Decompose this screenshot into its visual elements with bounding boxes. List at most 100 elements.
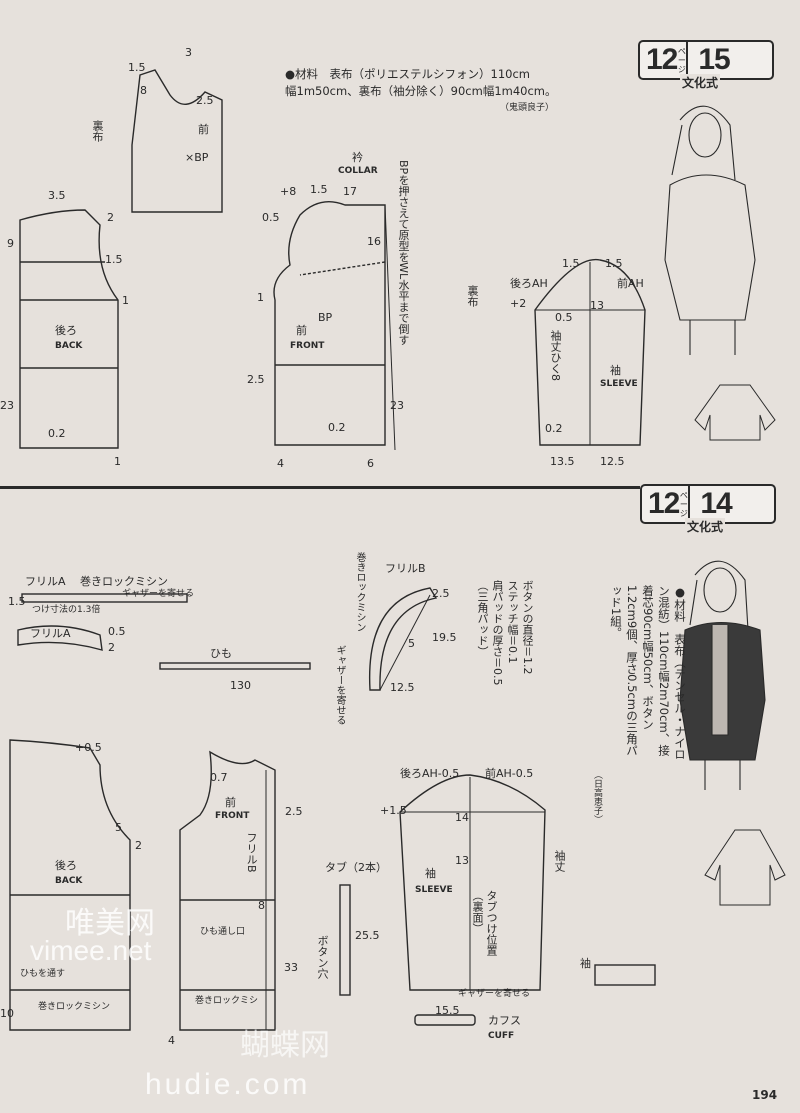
page-label: ページ <box>679 486 691 522</box>
dimension: 33 <box>284 961 298 974</box>
dimension: 2 <box>108 641 115 654</box>
page-label: ページ <box>677 42 689 78</box>
dimension: 2 <box>135 839 142 852</box>
note: 肩パッドの厚さ＝0.5 <box>491 580 504 686</box>
label: 後ろAH-0.5 <box>400 767 460 780</box>
dimension: 5 <box>408 637 415 650</box>
figure-top-model <box>664 105 756 355</box>
page-number-12: 12 <box>646 43 678 76</box>
label: FRONT <box>215 811 250 821</box>
dimension: 2 <box>107 211 114 224</box>
figure-bottom-model <box>679 560 766 790</box>
dimension: 12.5 <box>390 681 415 694</box>
label: 袖 <box>580 957 591 970</box>
dimension: 1 <box>114 455 121 468</box>
label: 袖丈 <box>553 850 566 872</box>
pattern-number: 14 <box>700 487 732 520</box>
label: ギャザーを寄せる <box>122 589 195 599</box>
frill-b <box>368 587 438 691</box>
label: フリルB <box>245 832 258 873</box>
watermark-url: vimee.net <box>30 935 152 966</box>
dimension: +8 <box>280 185 297 198</box>
watermark-text: 蝴蝶网 <box>240 1029 330 1062</box>
dimension: 19.5 <box>432 631 457 644</box>
dimension: 9 <box>7 237 14 250</box>
dimension: 1.5 <box>605 257 623 270</box>
label: BP <box>318 311 333 324</box>
dimension: 1.5 <box>310 183 328 196</box>
figure-top-flat <box>694 384 776 441</box>
label: 裏布 <box>466 285 479 307</box>
dimension: 5 <box>115 821 122 834</box>
dimension: 2.5 <box>196 94 214 107</box>
label: ひもを通す <box>20 969 66 979</box>
label: 前 <box>225 796 236 809</box>
label: 後ろ <box>55 859 77 872</box>
dimension: 3.5 <box>48 189 66 202</box>
label: 袖 <box>425 867 436 880</box>
label: フリルB <box>385 562 426 575</box>
dimension: 2.5 <box>432 587 450 600</box>
label: 前AH-0.5 <box>485 767 534 780</box>
figure-bottom-flat <box>704 829 786 906</box>
dimension: 8 <box>258 899 265 912</box>
dimension: 1.5 <box>562 257 580 270</box>
dimension: 130 <box>230 679 251 692</box>
dimension: 12.5 <box>600 455 625 468</box>
dimension: 17 <box>343 185 357 198</box>
dimension: 10 <box>0 1007 14 1020</box>
dimension: 0.5 <box>108 625 126 638</box>
label: 袖 <box>610 364 621 377</box>
page-number-12: 12 <box>648 487 680 520</box>
dimension: 6 <box>367 457 374 470</box>
label: BACK <box>55 876 83 886</box>
note: 袖丈ひく8 <box>549 330 562 381</box>
drafting-style: 文化式 <box>685 518 726 535</box>
label: 後ろAH <box>510 277 548 290</box>
note: ボタンの直径＝1.2 <box>521 580 534 675</box>
watermark-text: 唯美网 <box>65 907 155 940</box>
dimension: +0.5 <box>75 741 102 754</box>
label: タブつけ位置（裏面） <box>471 890 498 956</box>
watermark-url: hudie.com <box>145 1068 311 1101</box>
back-bodice-bottom <box>9 739 131 1031</box>
lining-front-piece <box>131 69 223 213</box>
front-bodice <box>273 201 386 446</box>
front-bodice-bottom <box>179 750 276 1031</box>
pattern-number: 15 <box>698 43 730 76</box>
dimension: 0.2 <box>545 422 563 435</box>
materials-bottom: ●材料 表布（テンセル・ナイロン混紡）110cm幅2m70cm、接着芯90cm幅… <box>609 585 687 760</box>
label: フリルA <box>30 627 71 640</box>
dimension: +2 <box>510 297 527 310</box>
label: タブ（2本） <box>325 861 387 874</box>
note: BPを押さえて原型をWL水平まで倒す <box>397 160 410 346</box>
note: （三角パッド） <box>476 580 489 657</box>
cuff-piece <box>414 1014 476 1026</box>
label: SLEEVE <box>415 885 453 895</box>
label: ギャザーを寄せる <box>458 989 531 999</box>
sleeve-bottom <box>399 774 546 991</box>
note: ステッチ幅＝0.1 <box>506 580 519 664</box>
dimension: 4 <box>168 1034 175 1047</box>
dimension: 13 <box>590 299 604 312</box>
designer-name: （日高恵子） <box>592 770 602 824</box>
label: 巻きロックミシン <box>80 575 168 588</box>
label: 衿 <box>352 151 363 164</box>
dimension: 0.5 <box>555 311 573 324</box>
dimension: 14 <box>455 811 469 824</box>
dimension: 25.5 <box>355 929 380 942</box>
label: 前AH <box>617 277 644 290</box>
pattern-number-badge-14: 12 ページ 14 <box>640 484 776 524</box>
label: カフス <box>488 1014 521 1027</box>
dimension: 1.5 <box>8 595 26 608</box>
tab-piece <box>339 884 351 996</box>
label: 後ろ <box>55 324 77 337</box>
pattern-number-badge-15: 12 ページ 15 <box>638 40 774 80</box>
dimension: 1.5 <box>105 253 123 266</box>
dimension: 0.7 <box>210 771 228 784</box>
small-sleeve <box>594 964 656 986</box>
page-number: 194 <box>752 1088 778 1102</box>
label: SLEEVE <box>600 379 638 389</box>
frill-a-strip <box>21 593 188 603</box>
